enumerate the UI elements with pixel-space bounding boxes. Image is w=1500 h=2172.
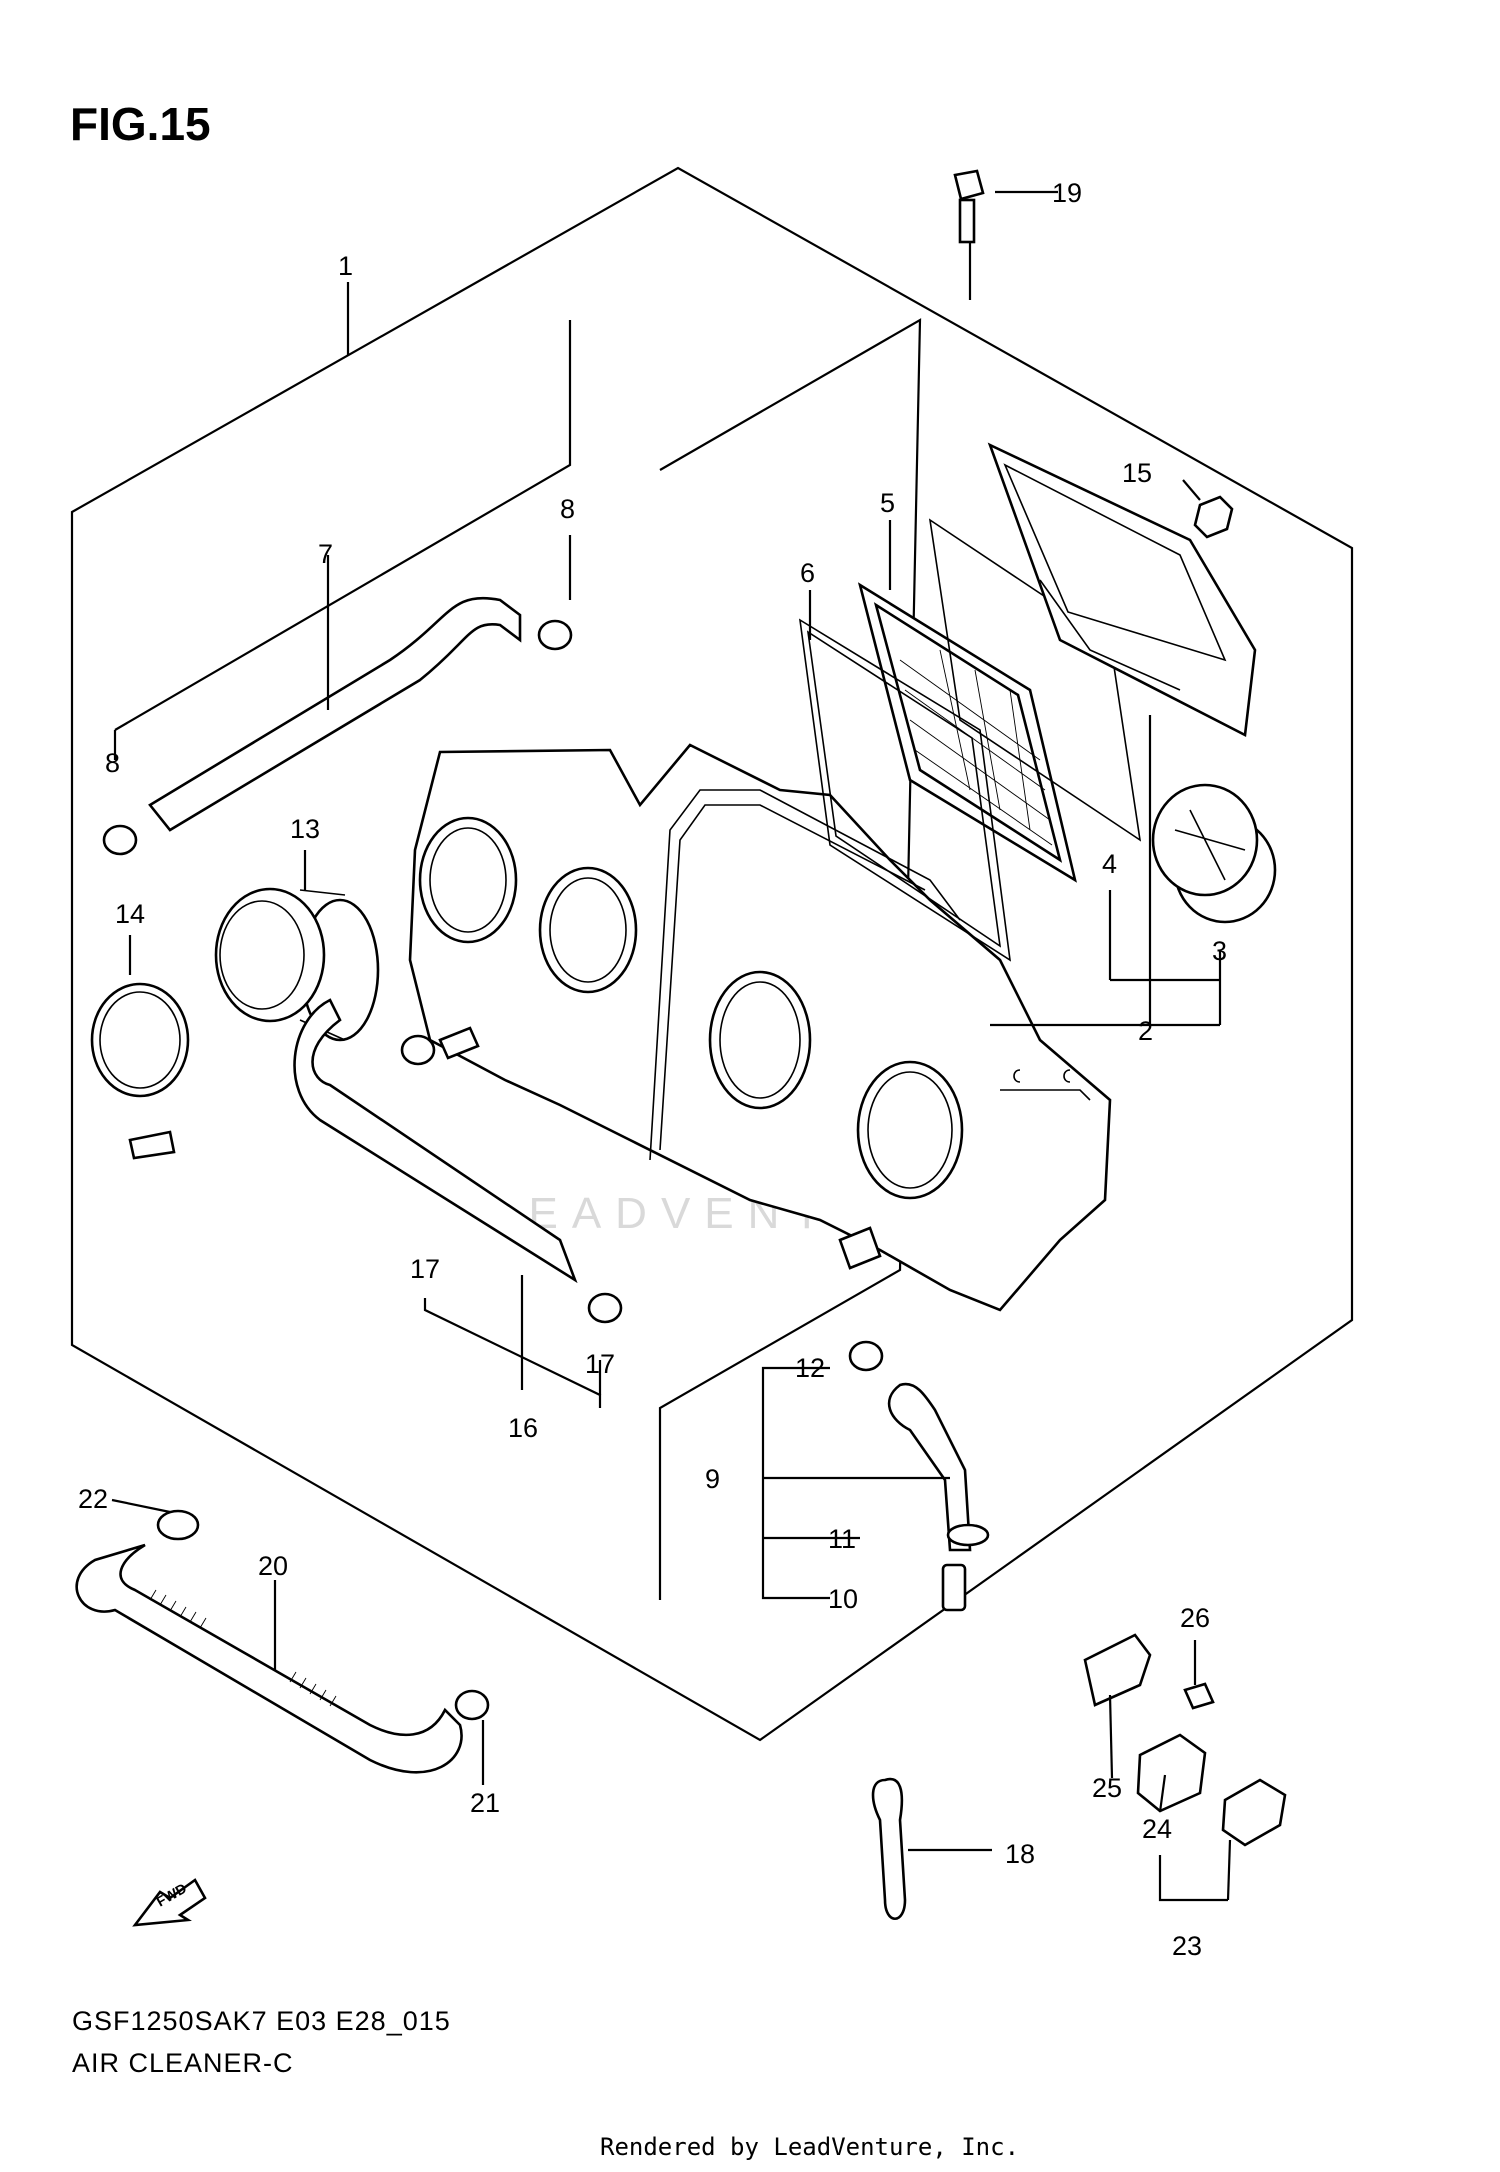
figure-subtitle: AIR CLEANER-C xyxy=(72,2048,294,2078)
callout-10: 10 xyxy=(828,1584,858,1614)
callout-7: 7 xyxy=(318,539,333,569)
callout-6: 6 xyxy=(800,558,815,588)
drain-plug xyxy=(941,1563,967,1612)
callout-1: 1 xyxy=(338,251,353,281)
callout-21: 21 xyxy=(470,1788,500,1818)
callout-17-left: 17 xyxy=(410,1254,440,1284)
airbox-group-outline xyxy=(658,318,922,1600)
assembly-outline xyxy=(70,166,1354,1742)
crankcase-breather-hose xyxy=(75,1543,463,1774)
callout-11: 11 xyxy=(828,1524,856,1554)
air-cleaner-cover xyxy=(928,442,1257,842)
callout-20: 20 xyxy=(258,1551,288,1581)
drain-hose xyxy=(148,596,522,832)
air-cleaner-case xyxy=(408,743,1112,1312)
callout-22: 22 xyxy=(78,1484,108,1514)
intake-duct xyxy=(1151,783,1277,924)
callout-19: 19 xyxy=(1052,178,1082,208)
forward-arrow-icon: FWD xyxy=(132,1878,207,1927)
callout-15: 15 xyxy=(1122,458,1152,488)
leader-lines xyxy=(111,190,1232,1902)
callout-26: 26 xyxy=(1180,1603,1210,1633)
callout-23: 23 xyxy=(1172,1931,1202,1961)
callout-17-right: 17 xyxy=(585,1349,615,1379)
intake-funnel xyxy=(214,887,380,1042)
callout-8-top: 8 xyxy=(560,494,575,524)
callout-13: 13 xyxy=(290,814,320,844)
filter-element xyxy=(798,582,1077,962)
figure-title: FIG.15 xyxy=(70,98,211,150)
model-code: GSF1250SAK7 E03 E28_015 xyxy=(72,2006,451,2036)
rubber-strap xyxy=(871,1777,907,1920)
drain-plug-hose xyxy=(887,1382,972,1552)
callout-8-left: 8 xyxy=(105,748,120,778)
callout-labels: 1 2 3 4 5 6 7 8 8 9 10 11 12 13 14 15 16… xyxy=(78,178,1227,1961)
callout-18: 18 xyxy=(1005,1839,1035,1869)
callout-14: 14 xyxy=(115,899,145,929)
render-footer: Rendered by LeadVenture, Inc. xyxy=(600,2133,1019,2161)
callout-2: 2 xyxy=(1138,1016,1153,1046)
breather-hose xyxy=(293,998,578,1284)
callout-3: 3 xyxy=(1212,936,1227,966)
callout-16: 16 xyxy=(508,1413,538,1443)
callout-4: 4 xyxy=(1102,849,1117,879)
callout-5: 5 xyxy=(880,488,895,518)
callout-9: 9 xyxy=(705,1464,720,1494)
hose-clip-icon xyxy=(102,619,990,1721)
callout-25: 25 xyxy=(1092,1773,1122,1803)
callout-12: 12 xyxy=(795,1353,825,1383)
callout-24: 24 xyxy=(1142,1814,1172,1844)
bolt-icon xyxy=(953,169,1234,1710)
bracket xyxy=(1083,1633,1287,1847)
hose-clamp xyxy=(90,982,190,1160)
